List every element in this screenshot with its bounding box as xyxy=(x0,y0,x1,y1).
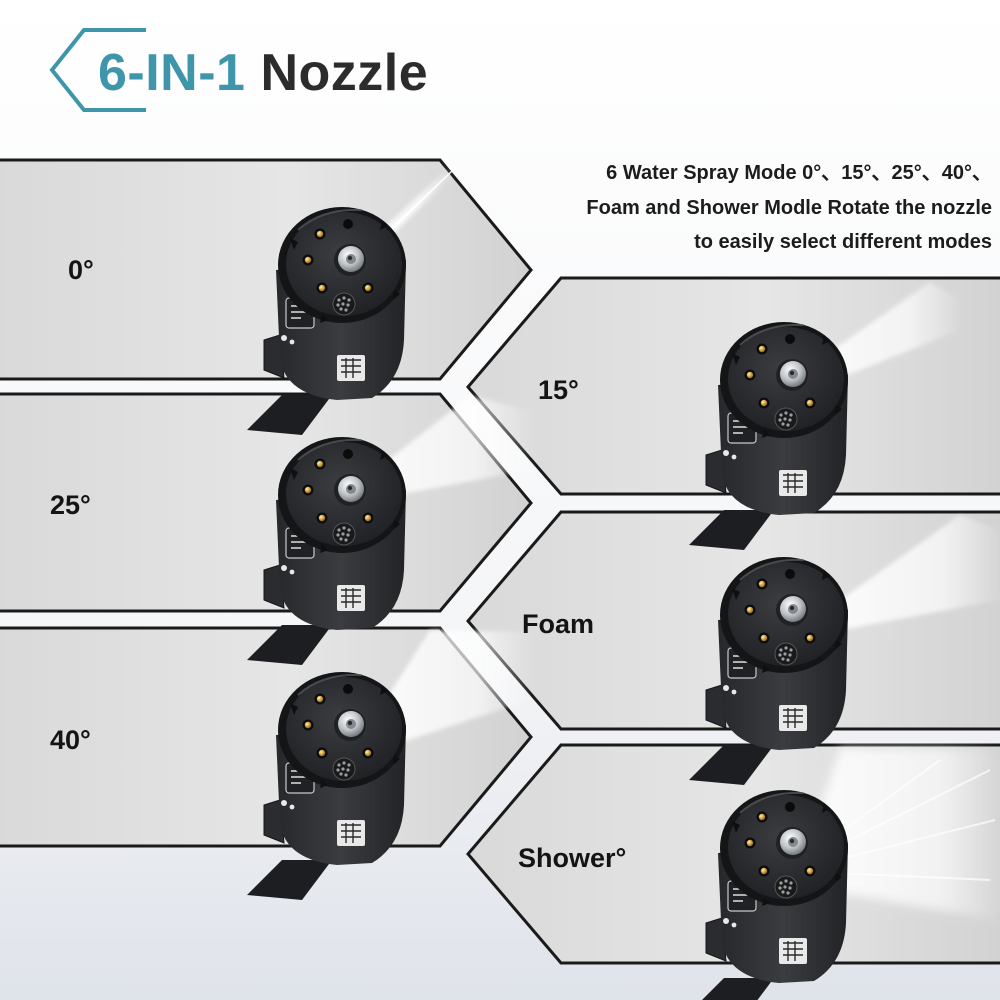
title-rest: Nozzle xyxy=(260,44,429,102)
spray-foam xyxy=(812,515,1000,632)
page-title: 6-IN-1 Nozzle xyxy=(98,40,428,106)
mode-label-shower: Shower° xyxy=(518,843,627,873)
mode-label-25: 25° xyxy=(50,490,91,520)
description-line-1: 6 Water Spray Mode 0°、15°、25°、40°、 xyxy=(606,162,992,184)
mode-label-0: 0° xyxy=(68,255,94,285)
mode-label-40: 40° xyxy=(50,725,91,755)
description: 6 Water Spray Mode 0°、15°、25°、40°、 Foam … xyxy=(586,156,992,260)
mode-label-foam: Foam xyxy=(522,609,595,639)
description-line-2: Foam and Shower Modle Rotate the nozzle xyxy=(586,196,992,219)
mode-label-15: 15° xyxy=(538,375,579,405)
description-line-3: to easily select different modes xyxy=(694,231,992,253)
title-accent: 6-IN-1 xyxy=(98,44,246,102)
chevron-left-icon xyxy=(49,28,146,112)
